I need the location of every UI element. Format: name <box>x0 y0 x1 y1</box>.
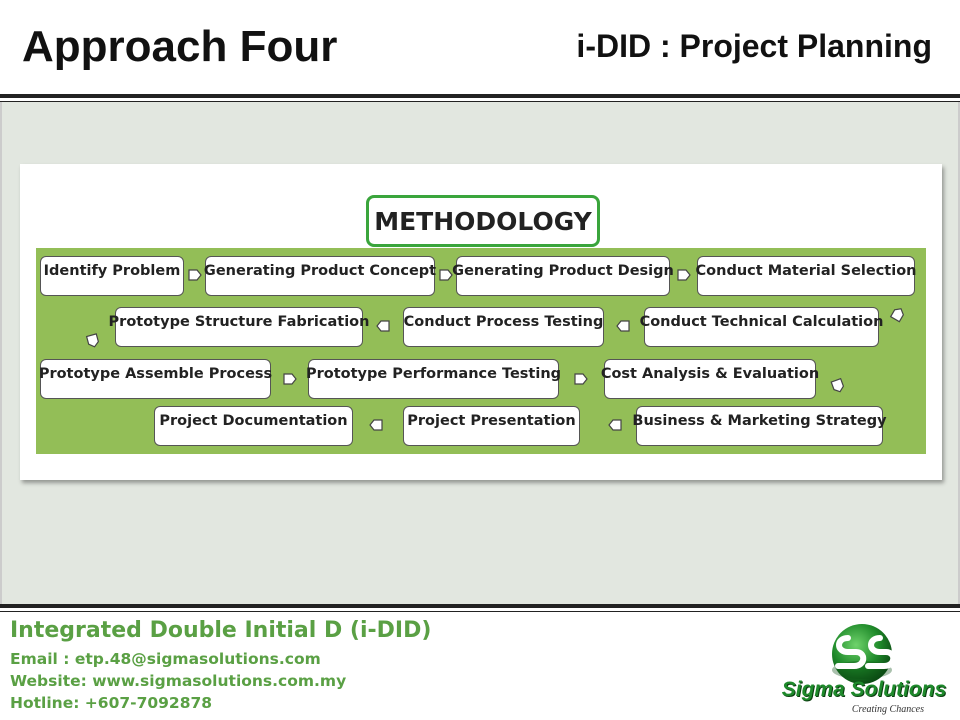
step-prototype-structure-fabrication: Prototype Structure Fabrication <box>109 307 369 347</box>
arrow-right-icon <box>574 373 588 385</box>
arrow-left-icon <box>616 320 630 332</box>
step-conduct-technical-calculation: Conduct Technical Calculation <box>640 307 883 347</box>
arrow-turn-down-icon <box>85 333 100 350</box>
arrow-left-icon <box>376 320 390 332</box>
methodology-label: METHODOLOGY <box>366 195 600 247</box>
arrow-turn-down-icon <box>889 305 906 323</box>
arrow-right-icon <box>677 269 691 281</box>
arrow-left-icon <box>369 419 383 431</box>
step-prototype-performance-testing: Prototype Performance Testing <box>306 359 561 399</box>
step-generating-product-design: Generating Product Design <box>452 256 674 296</box>
logo-tagline: Creating Chances <box>851 704 924 715</box>
sigma-solutions-logo-icon <box>832 624 897 684</box>
step-project-documentation: Project Documentation <box>154 406 353 446</box>
arrow-turn-down-icon <box>830 377 846 394</box>
footer-divider <box>0 604 960 608</box>
step-prototype-assemble-process: Prototype Assemble Process <box>39 359 272 399</box>
footer-email: Email : etp.48@sigmasolutions.com <box>10 650 321 668</box>
step-generating-product-concept: Generating Product Concept <box>204 256 436 296</box>
footer-divider-thin <box>0 611 960 612</box>
sigma-solutions-logo: Sigma Solutions Creating Chances <box>776 620 952 716</box>
footer-hotline: Hotline: +607-7092878 <box>10 694 213 712</box>
header-divider-thin <box>0 101 960 102</box>
step-identify-problem: Identify Problem <box>40 256 184 296</box>
step-cost-analysis-evaluation: Cost Analysis & Evaluation <box>601 359 819 399</box>
logo-name: Sigma Solutions <box>781 678 947 701</box>
arrow-right-icon <box>439 269 453 281</box>
slide-title: Approach Four <box>22 22 338 71</box>
arrow-right-icon <box>188 269 202 281</box>
step-conduct-process-testing: Conduct Process Testing <box>403 307 604 347</box>
footer-title: Integrated Double Initial D (i-DID) <box>10 618 432 643</box>
slide-subtitle: i-DID : Project Planning <box>576 28 932 64</box>
step-project-presentation: Project Presentation <box>403 406 580 446</box>
step-conduct-material-selection: Conduct Material Selection <box>696 256 917 296</box>
arrow-left-icon <box>608 419 622 431</box>
arrow-right-icon <box>283 373 297 385</box>
header-divider <box>0 94 960 98</box>
footer-website: Website: www.sigmasolutions.com.my <box>10 672 347 690</box>
step-business-marketing-strategy: Business & Marketing Strategy <box>632 406 887 446</box>
